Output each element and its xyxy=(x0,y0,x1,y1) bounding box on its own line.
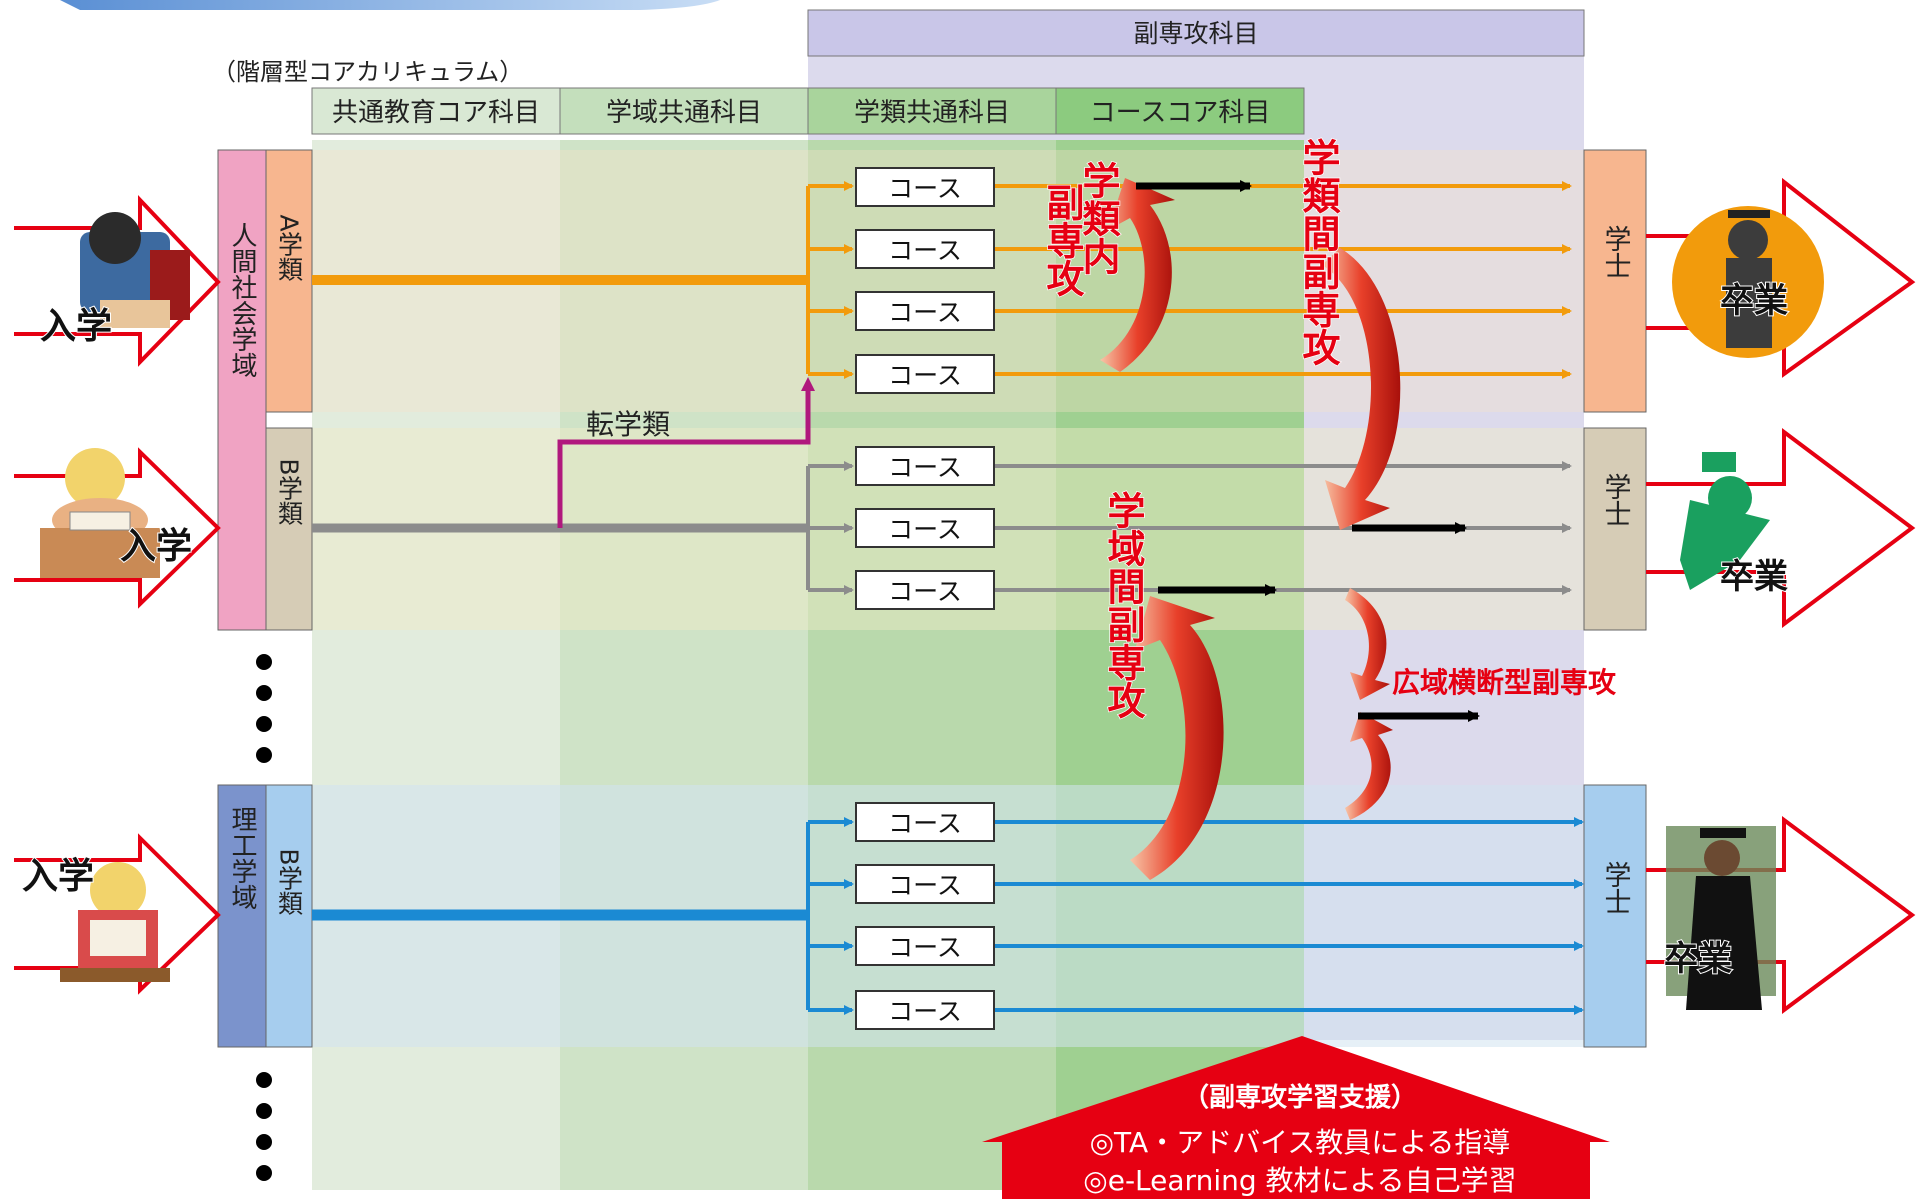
course-label: コース xyxy=(888,361,962,390)
course-box xyxy=(855,926,995,966)
inter-domain-minor-arrow xyxy=(1130,596,1224,880)
entry-label-b-science: 入学 xyxy=(22,855,94,897)
course-label: コース xyxy=(888,298,962,327)
student-sleeping-icon xyxy=(40,448,160,578)
support-line-2: ◎e-Learning 教材による自己学習 xyxy=(1083,1164,1516,1197)
wide-minor-arrow-down xyxy=(1345,588,1390,700)
entry-b-humanities: 入学 xyxy=(14,447,221,609)
degree-label-a: 学士 xyxy=(1600,225,1631,279)
top-banner-strip xyxy=(60,0,720,10)
program-label-b-science: B学類 xyxy=(275,848,304,915)
course-label: コース xyxy=(888,997,962,1026)
graduation-a: 卒業 xyxy=(1646,177,1916,378)
intra-minor-label-1: 学類内 xyxy=(1076,160,1120,275)
course-label: コース xyxy=(888,577,962,606)
program-bar-a xyxy=(265,149,313,413)
entry-label-b-humanities: 入学 xyxy=(120,525,192,567)
domain-bar-humanities xyxy=(217,149,267,631)
graduate-gown-icon xyxy=(1666,826,1776,1010)
support-title: （副専攻学習支援） xyxy=(1183,1082,1417,1113)
column-headers: 共通教育コア科目 学域共通科目 学類共通科目 コースコア科目 xyxy=(311,87,1305,135)
minor-black-arrows xyxy=(1136,180,1480,722)
entry-a: 入学 xyxy=(14,194,221,367)
student-studying-icon xyxy=(60,862,170,982)
domain-bar-science xyxy=(217,784,267,1048)
student-reading-icon xyxy=(80,212,190,328)
course-label: コース xyxy=(888,933,962,962)
program-bar-b-humanities xyxy=(265,427,313,631)
degree-box-a xyxy=(1583,149,1647,413)
degree-label-b-science: 学士 xyxy=(1600,861,1631,915)
graduation-label-b-humanities: 卒業 xyxy=(1720,557,1788,597)
graduation-b-science: 卒業 xyxy=(1646,816,1916,1014)
column-header-program-common: 学類共通科目 xyxy=(854,98,1010,128)
transfer-arrow xyxy=(557,377,815,528)
column-header-domain-common: 学域共通科目 xyxy=(606,98,762,128)
transfer-label: 転学類 xyxy=(586,408,670,441)
course-box xyxy=(855,354,995,394)
wide-minor-arrow-up xyxy=(1345,712,1393,820)
course-boxes xyxy=(855,167,995,1030)
course-box xyxy=(855,291,995,331)
degree-label-b-humanities: 学士 xyxy=(1600,473,1631,527)
column-header-common-core: 共通教育コア科目 xyxy=(332,98,540,128)
course-box xyxy=(855,802,995,842)
program-label-b-humanities: B学類 xyxy=(275,458,304,525)
inter-program-minor-label: 学類間副専攻 xyxy=(1296,137,1340,366)
flow-a xyxy=(312,181,1572,379)
ellipsis-dots xyxy=(256,654,272,1181)
flow-b-science xyxy=(312,817,1584,1015)
program-bar-b-science xyxy=(265,784,313,1048)
course-label: コース xyxy=(888,809,962,838)
course-box xyxy=(855,508,995,548)
program-label-a: A学類 xyxy=(275,214,304,281)
graduation-label-a: 卒業 xyxy=(1720,281,1788,321)
intra-program-minor-arrow xyxy=(1100,178,1175,372)
course-box xyxy=(855,446,995,486)
course-box xyxy=(855,229,995,269)
support-line-1: ◎TA・アドバイス教員による指導 xyxy=(1090,1126,1511,1159)
degree-box-b-science xyxy=(1583,784,1647,1048)
graduation-b-humanities: 卒業 xyxy=(1646,428,1916,628)
minor-subjects-label: 副専攻科目 xyxy=(1133,19,1258,48)
course-box xyxy=(855,570,995,610)
course-label: コース xyxy=(888,515,962,544)
minor-subjects-header xyxy=(807,9,1585,57)
domain-label-science: 理工学域 xyxy=(227,806,257,910)
course-label: コース xyxy=(888,453,962,482)
course-box xyxy=(855,990,995,1030)
inter-program-minor-arrow xyxy=(1322,248,1401,530)
course-box xyxy=(855,167,995,207)
course-label: コース xyxy=(888,871,962,900)
curriculum-note: （階層型コアカリキュラム） xyxy=(212,58,523,86)
wide-minor-label: 広域横断型副専攻 xyxy=(1392,666,1617,699)
support-box xyxy=(982,1036,1610,1199)
inter-domain-minor-label: 学域間副専攻 xyxy=(1101,490,1145,719)
course-label: コース xyxy=(888,174,962,203)
entry-label-a: 入学 xyxy=(40,305,112,347)
domain-label-humanities: 人間社会学域 xyxy=(227,222,257,378)
column-header-course-core: コースコア科目 xyxy=(1090,98,1271,128)
entry-b-science: 入学 xyxy=(14,833,221,995)
course-label: コース xyxy=(888,236,962,265)
intra-minor-label-2: 副専攻 xyxy=(1040,183,1084,297)
graduate-jumping-icon xyxy=(1680,452,1770,590)
degree-box-b-humanities xyxy=(1583,427,1647,631)
course-box xyxy=(855,864,995,904)
graduation-label-b-science: 卒業 xyxy=(1664,939,1732,979)
